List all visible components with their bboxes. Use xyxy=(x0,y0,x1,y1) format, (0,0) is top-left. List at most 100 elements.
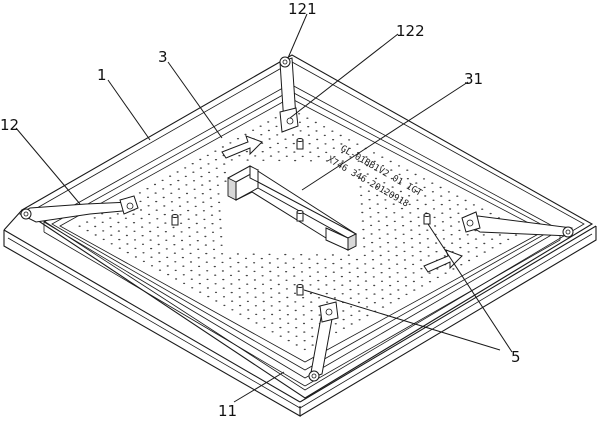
plate-hole xyxy=(295,335,298,337)
label-122: 122 xyxy=(396,22,425,40)
plate-hole xyxy=(141,235,144,237)
plate-hole xyxy=(426,229,429,231)
plate-hole xyxy=(443,255,446,257)
plate-hole xyxy=(221,146,224,148)
plate-hole xyxy=(162,196,165,199)
plate-hole xyxy=(356,267,359,269)
plate-hole xyxy=(300,254,303,256)
plate-hole xyxy=(212,248,216,251)
plate-hole xyxy=(219,227,222,229)
plate-hole xyxy=(229,266,232,268)
plate-hole xyxy=(482,234,485,236)
plate-hole xyxy=(287,322,290,324)
plate-hole xyxy=(102,230,105,232)
direction-arrow-right xyxy=(423,249,463,273)
plate-hole xyxy=(118,247,121,249)
plate-hole xyxy=(318,314,321,316)
plate-hole xyxy=(367,182,370,184)
plate-hole xyxy=(102,238,105,241)
plate-hole xyxy=(356,143,359,145)
plate-hole xyxy=(183,282,186,285)
plate-hole xyxy=(223,163,226,165)
plate-hole xyxy=(221,253,224,255)
plate-hole xyxy=(164,231,167,233)
plate-hole xyxy=(147,205,150,207)
plate-hole xyxy=(199,291,202,293)
plate-hole xyxy=(384,207,388,210)
plate-hole xyxy=(195,222,198,225)
plate-hole xyxy=(132,213,135,215)
plate-hole xyxy=(373,293,376,295)
plate-hole xyxy=(444,272,447,274)
plate-hole xyxy=(158,269,162,271)
plate-hole xyxy=(421,285,424,287)
plate-hole xyxy=(333,280,336,282)
plate-hole xyxy=(371,250,374,252)
plate-hole xyxy=(270,288,273,290)
plate-hole xyxy=(349,297,352,299)
plate-hole xyxy=(392,195,395,197)
plate-hole xyxy=(269,146,272,149)
plate-hole xyxy=(169,175,172,177)
plate-hole xyxy=(410,237,413,240)
plate-hole xyxy=(262,292,265,294)
locating-pins xyxy=(171,138,431,296)
plate-hole xyxy=(439,186,442,189)
plate-hole xyxy=(173,252,176,254)
plate-hole xyxy=(419,250,422,253)
plate-hole xyxy=(376,194,379,197)
plate-hole xyxy=(253,262,256,264)
plate-hole xyxy=(169,184,172,186)
plate-hole xyxy=(202,210,205,212)
plate-hole xyxy=(177,188,180,190)
plate-hole xyxy=(211,223,214,225)
plate-hole xyxy=(206,270,209,272)
label-5: 5 xyxy=(511,348,521,366)
plate-hole xyxy=(405,293,408,296)
plate-hole xyxy=(148,213,151,216)
plate-hole xyxy=(441,212,444,214)
plate-hole xyxy=(406,169,409,171)
plate-hole xyxy=(379,246,382,248)
plate-hole xyxy=(357,293,360,295)
plate-hole xyxy=(391,186,394,188)
plate-hole xyxy=(253,279,256,281)
plate-hole xyxy=(175,278,178,280)
plate-hole xyxy=(167,273,170,276)
plate-hole xyxy=(164,222,167,224)
plate-hole xyxy=(140,217,143,220)
plate-hole xyxy=(367,190,370,192)
plate-hole xyxy=(413,289,416,291)
plate-hole xyxy=(247,309,250,311)
label-31: 31 xyxy=(464,70,483,88)
plate-hole xyxy=(317,288,320,290)
plate-hole xyxy=(475,247,478,249)
plate-hole xyxy=(230,283,233,285)
plate-hole xyxy=(284,262,287,264)
plate-hole xyxy=(341,160,344,162)
plate-hole xyxy=(209,188,212,191)
plate-hole xyxy=(309,275,312,277)
plate-hole xyxy=(218,210,221,212)
plate-hole xyxy=(214,274,217,276)
plate-hole xyxy=(472,204,475,206)
plate-hole xyxy=(363,246,366,248)
plate-hole xyxy=(403,250,406,253)
plate-hole xyxy=(381,306,385,308)
plate-hole xyxy=(384,199,387,201)
plate-hole xyxy=(301,279,304,282)
plate-hole xyxy=(309,151,312,153)
plate-hole xyxy=(141,226,144,228)
plate-hole xyxy=(386,242,390,244)
plate-hole xyxy=(402,225,405,227)
plate-hole xyxy=(395,246,398,248)
plate-hole xyxy=(262,300,265,303)
plate-hole xyxy=(220,244,223,246)
plate-hole xyxy=(238,155,241,157)
plate-hole xyxy=(287,339,290,342)
plate-hole xyxy=(174,269,177,272)
plate-hole xyxy=(364,263,367,265)
plate-hole xyxy=(457,212,460,214)
plate-hole xyxy=(245,150,248,153)
plate-hole xyxy=(308,258,311,260)
